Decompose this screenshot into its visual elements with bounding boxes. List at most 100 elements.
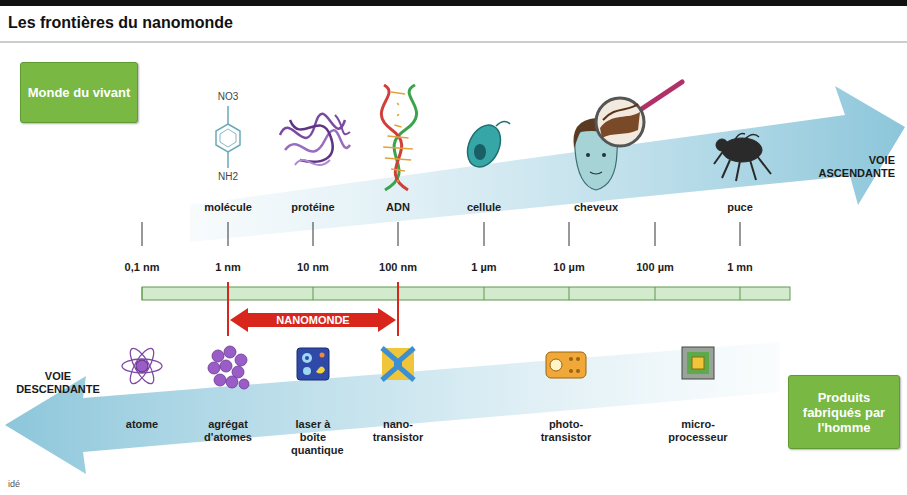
- protein-icon-part: [295, 160, 330, 165]
- scale-label: 1 mn: [710, 261, 770, 274]
- label-text: VOIE ASCENDANTE: [819, 154, 895, 179]
- formula-label: NH2: [208, 170, 248, 183]
- cluster-icon-part: [208, 362, 220, 374]
- scale-bar-ticks-part: [313, 287, 314, 300]
- face-icon-part: [596, 98, 644, 146]
- dna-icon-part-part: [385, 158, 411, 160]
- scale-bar: [142, 287, 790, 300]
- label-text: 0,1 nm: [125, 261, 160, 273]
- dna-icon-part-part: [397, 180, 398, 182]
- label-text: agrégat d'atomes: [204, 418, 252, 443]
- label-text: atome: [126, 418, 158, 430]
- laser-icon: [297, 348, 329, 380]
- dna-icon-part: [385, 85, 417, 190]
- item-label: ADN: [368, 201, 428, 214]
- nanomonde-bracket: [228, 282, 398, 336]
- nanotransistor-icon-part: [382, 348, 414, 380]
- dna-icon-part-part: [397, 103, 398, 105]
- laser-icon-part: [305, 356, 309, 360]
- item-label: agrégat d'atomes: [197, 418, 259, 444]
- phototransistor-icon: [546, 352, 586, 378]
- scale-bar-ticks-part: [740, 287, 741, 300]
- direction-label: VOIE DESCENDANTE: [8, 370, 108, 396]
- label-text: 1 nm: [215, 261, 241, 273]
- atom-icon: [122, 345, 162, 387]
- protein-icon-part: [285, 130, 350, 151]
- cluster-icon-part: [212, 350, 224, 362]
- item-label: atome: [112, 418, 172, 431]
- face-icon-part: [603, 104, 638, 120]
- scale-label: 10 nm: [283, 261, 343, 274]
- label-text: protéine: [291, 201, 334, 213]
- phototransistor-icon-part: [550, 359, 562, 371]
- label-text: nano- transistor: [373, 418, 424, 443]
- label-text: cheveux: [574, 201, 618, 213]
- scale-ticks: [142, 222, 740, 246]
- top-bar: [0, 0, 907, 6]
- item-label: protéine: [278, 201, 348, 214]
- flea-icon-part: [716, 139, 728, 151]
- label-text: NH2: [218, 171, 238, 182]
- microprocessor-icon-part: [687, 352, 709, 374]
- label-text: 1 µm: [471, 261, 496, 273]
- label-text: cellule: [467, 201, 501, 213]
- cluster-icon-part: [220, 360, 232, 372]
- dna-icon: [381, 85, 416, 190]
- diagram-title: Les frontières du nanomonde: [8, 14, 233, 32]
- cluster-icon-part: [214, 374, 226, 386]
- cell-icon-part: [461, 120, 507, 173]
- scale-ticks-part: [313, 222, 314, 246]
- descending-arrow: [5, 342, 780, 474]
- cluster-icon-part: [226, 376, 238, 388]
- atom-icon-part: [122, 359, 162, 373]
- laser-icon-part: [303, 367, 311, 375]
- scale-ticks-part: [655, 222, 656, 246]
- label-text: 10 µm: [553, 261, 584, 273]
- dna-icon-part-part: [383, 147, 413, 149]
- molecule-icon-part: [220, 129, 236, 147]
- item-label: nano- transistor: [367, 418, 429, 444]
- item-label: laser à boîte quantique: [291, 418, 335, 457]
- label-text: 100 nm: [379, 261, 417, 273]
- nanomonde-bracket-part: [397, 282, 399, 336]
- face-icon-part: [590, 172, 602, 174]
- laser-icon-part: [320, 353, 325, 358]
- scale-ticks-part: [142, 222, 143, 246]
- box-text: Monde du vivant: [28, 85, 131, 100]
- face-icon-part: [602, 153, 606, 157]
- protein-icon-part: [290, 120, 333, 162]
- scale-bar-ticks: [142, 287, 740, 300]
- item-label: photo- transistor: [533, 418, 599, 444]
- atom-icon-part: [136, 360, 148, 372]
- dna-icon-part-part: [391, 92, 405, 94]
- flea-icon: [714, 134, 771, 181]
- scale-bar-ticks-part: [569, 287, 570, 300]
- nanomonde-bracket-part: [230, 308, 396, 332]
- scale-label: 0,1 nm: [112, 261, 172, 274]
- scale-bar-ticks-part: [142, 287, 143, 300]
- scale-label: 1 nm: [198, 261, 258, 274]
- scale-label: 1 µm: [454, 261, 514, 274]
- nanotransistor-icon: [382, 348, 414, 380]
- dna-icon-part: [383, 92, 413, 182]
- label-text: VOIE DESCENDANTE: [16, 370, 100, 395]
- phototransistor-icon-part: [576, 369, 580, 373]
- nanotransistor-icon-part: [382, 348, 414, 380]
- item-label: cellule: [454, 201, 514, 214]
- laser-icon-part: [302, 353, 312, 363]
- credit-label: idé: [8, 478, 48, 491]
- item-label: cheveux: [561, 201, 631, 214]
- label-text: 10 nm: [297, 261, 329, 273]
- formula-label: NO3: [208, 90, 248, 103]
- nanotransistor-icon-part: [394, 360, 402, 368]
- flea-icon-part: [714, 150, 771, 181]
- scale-label: 100 µm: [625, 261, 685, 274]
- label-text: puce: [727, 201, 753, 213]
- atom-icon-part: [126, 345, 158, 387]
- microprocessor-icon-part: [692, 357, 704, 369]
- microprocessor-icon-part: [682, 347, 714, 379]
- label-text: 100 µm: [636, 261, 674, 273]
- title-rule: [0, 42, 907, 43]
- dna-icon-part: [381, 85, 408, 190]
